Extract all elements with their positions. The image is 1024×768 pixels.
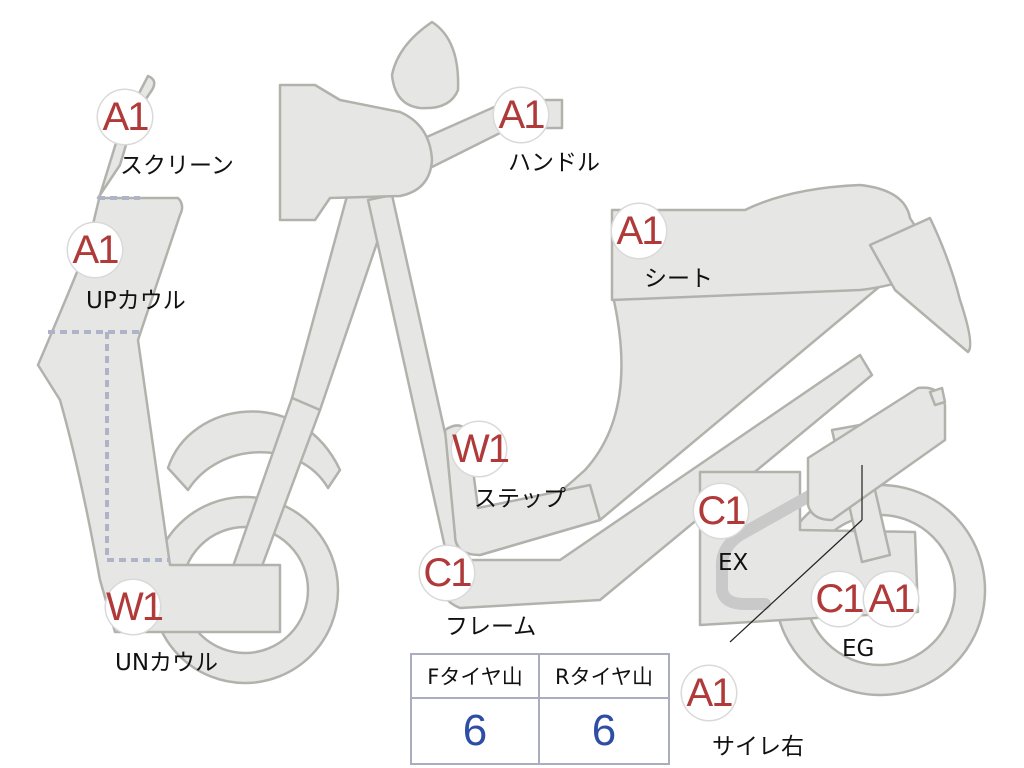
exhaust-pipe xyxy=(715,484,826,610)
rear-tire-value: 6 xyxy=(591,706,617,755)
ex-code-badge: C1 xyxy=(694,484,748,538)
handle-code-badge: A1 xyxy=(494,88,548,142)
eg-code-badge-2: A1 xyxy=(864,572,918,626)
eg-label: EG xyxy=(842,636,875,662)
screen-label: スクリーン xyxy=(120,153,234,179)
headlight xyxy=(278,83,434,222)
muffler-tip xyxy=(928,386,947,407)
frame-code-badge: C1 xyxy=(420,546,474,600)
seat-code-badge: A1 xyxy=(612,204,666,258)
leader-line-muffler xyxy=(729,519,863,643)
step-label: ステップ xyxy=(474,486,566,512)
muffler xyxy=(806,386,947,522)
un-cowl-label: UNカウル xyxy=(115,650,219,676)
front-tire-value: 6 xyxy=(412,699,540,763)
up-cowl-code-badge: A1 xyxy=(68,223,122,277)
front-tire-header: Fタイヤ山 xyxy=(412,655,540,699)
handle-label: ハンドル xyxy=(508,150,600,176)
frame-label: フレーム xyxy=(445,614,537,640)
muffler-right-code-badge: A1 xyxy=(682,666,736,720)
ex-label: EX xyxy=(718,550,749,576)
muffler-right-label: サイレ右 xyxy=(712,734,804,760)
up-cowl-label: UPカウル xyxy=(86,288,186,314)
step-board xyxy=(443,424,602,557)
tail-cowl xyxy=(868,216,972,354)
mirror xyxy=(390,20,460,110)
eg-code-badge-1: C1 xyxy=(812,572,866,626)
tire-tread-table: Fタイヤ山 Rタイヤ山 6 6 xyxy=(410,653,670,765)
un-cowl-code-badge: W1 xyxy=(106,580,164,634)
screen-code-badge: A1 xyxy=(98,90,152,144)
step-code-badge: W1 xyxy=(452,422,510,476)
seat-label: シート xyxy=(644,266,713,292)
rear-tire-header: Rタイヤ山 xyxy=(540,655,668,699)
